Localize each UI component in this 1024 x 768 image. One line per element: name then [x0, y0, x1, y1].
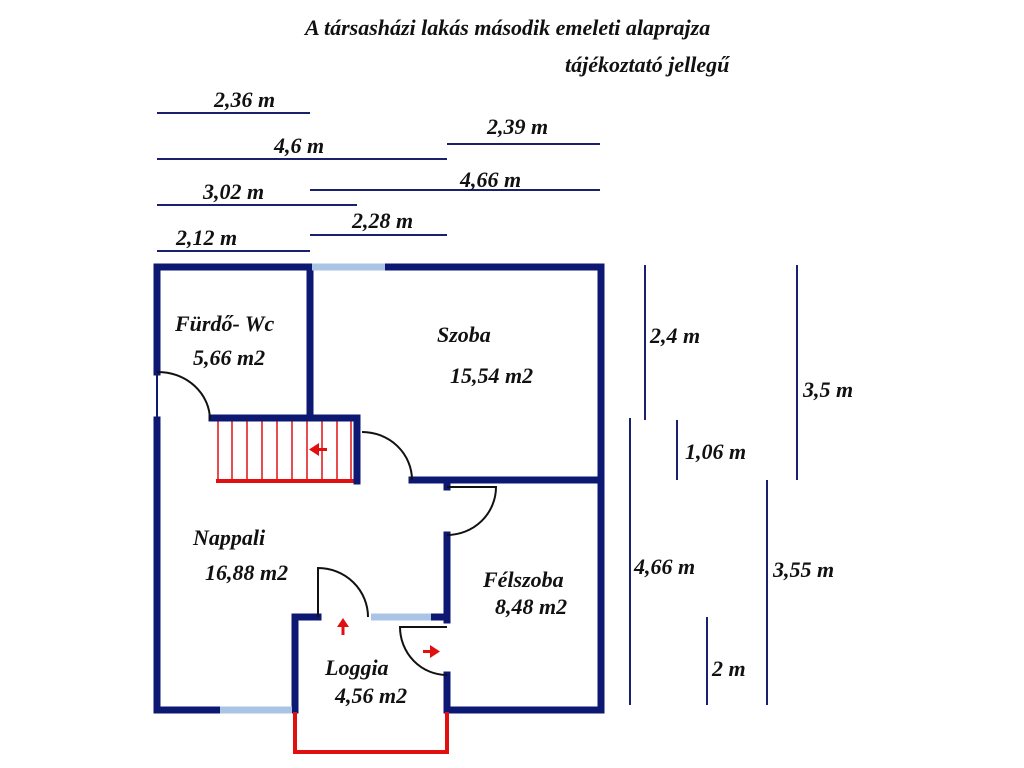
door-bathroom	[156, 370, 211, 421]
dim-label: 4,6 m	[273, 133, 324, 158]
room-name: Loggia	[324, 655, 389, 680]
title-line-1: A társasházi lakás második emeleti alapr…	[303, 15, 710, 40]
dim-label: 2,36 m	[213, 87, 275, 112]
room-name: Szoba	[437, 322, 491, 347]
dim-label: 2,28 m	[351, 208, 413, 233]
door-loggia-felszoba	[398, 626, 448, 676]
room-area: 5,66 m2	[193, 345, 265, 370]
room-area: 8,48 m2	[495, 594, 567, 619]
dim-label: 2,12 m	[175, 225, 237, 250]
room-name: Fürdő- Wc	[174, 311, 274, 336]
door-felszoba	[446, 486, 498, 536]
dim-label: 2 m	[711, 656, 746, 681]
dim-label: 2,4 m	[649, 323, 700, 348]
dim-label: 2,39 m	[486, 114, 548, 139]
arrows	[309, 443, 440, 658]
dim-label: 1,06 m	[685, 439, 746, 464]
windows	[220, 263, 431, 714]
room-area: 16,88 m2	[205, 560, 288, 585]
vertical-dimensions: 2,4 m 3,5 m 1,06 m 4,66 m 3,55 m 2 m	[629, 265, 853, 705]
title-line-2: tájékoztató jellegű	[565, 52, 730, 77]
room-area: 4,56 m2	[334, 683, 407, 708]
dim-label: 4,66 m	[459, 167, 521, 192]
horizontal-dimensions: 2,36 m 4,6 m 2,39 m 3,02 m 4,66 m 2,28 m…	[157, 87, 600, 252]
dim-label: 3,55 m	[772, 557, 834, 582]
dim-label: 4,66 m	[633, 554, 695, 579]
room-name: Félszoba	[482, 567, 564, 592]
loggia-railing	[293, 712, 449, 754]
dim-label: 3,5 m	[802, 377, 853, 402]
door-loggia	[317, 566, 369, 618]
arrow-right-icon	[423, 645, 440, 658]
staircase	[213, 421, 355, 483]
arrow-up-icon	[337, 618, 349, 635]
door-szoba	[361, 431, 413, 481]
room-area: 15,54 m2	[450, 363, 533, 388]
dim-label: 3,02 m	[202, 179, 264, 204]
room-labels: Fürdő- Wc 5,66 m2 Szoba 15,54 m2 Nappali…	[174, 311, 567, 708]
arrow-left-icon	[309, 443, 327, 456]
room-name: Nappali	[192, 525, 266, 550]
doors	[156, 370, 498, 676]
